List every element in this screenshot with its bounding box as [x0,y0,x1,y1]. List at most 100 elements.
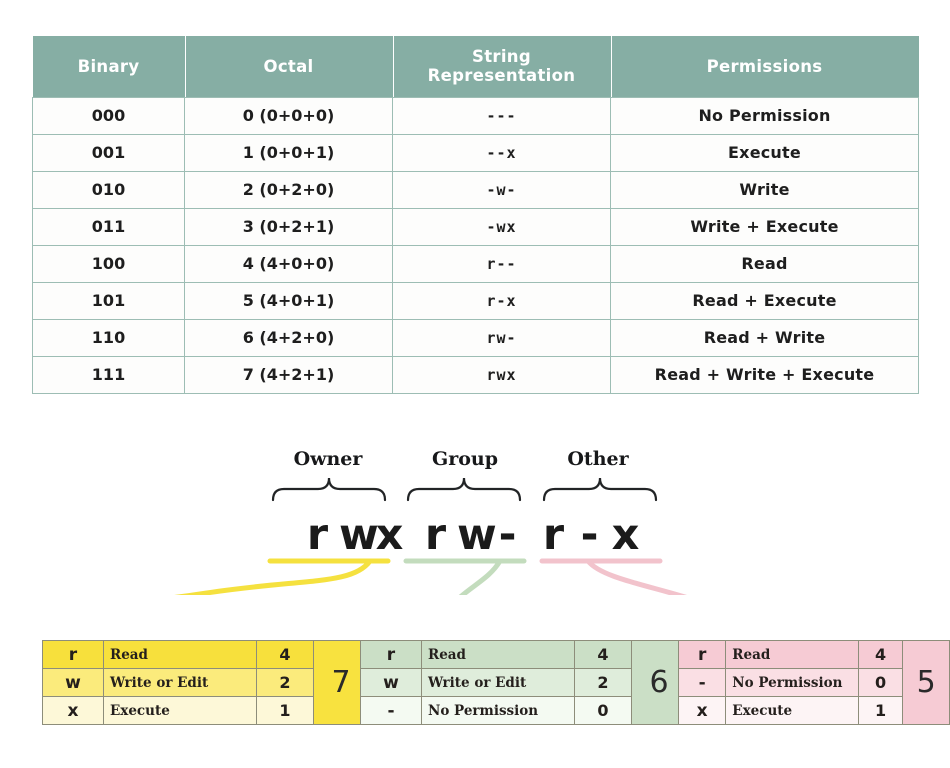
legend-value: 4 [256,640,314,669]
cell-octal: 7 (4+2+1) [184,356,393,394]
legend-value: 0 [574,696,632,725]
legend-value: 2 [574,668,632,697]
cell-octal: 6 (4+2+0) [184,319,393,357]
cell-permissions: Read + Execute [610,282,919,320]
column-header-octal: Octal [184,36,393,98]
rwx-char-other-1: - [580,510,606,560]
column-header-string-representation: String Representation [392,36,611,98]
cell-binary: 010 [32,171,185,209]
cell-binary: 101 [32,282,185,320]
legend-letter: w [360,668,422,697]
cell-binary: 011 [32,208,185,246]
legend-value: 4 [574,640,632,669]
rwx-char-other-0: r [542,510,572,560]
rwx-char-group-1: w [457,510,504,560]
table-header-row: Binary Octal String Representation Permi… [32,36,919,98]
cell-binary: 100 [32,245,185,283]
cell-permissions: Read [610,245,919,283]
curly-brace-group [406,477,522,502]
legend-letter: r [42,640,104,669]
rwx-char-group-2: - [498,510,524,560]
legend-description: Execute [103,696,257,725]
legend-total: 7 [313,640,369,725]
legend-description: Execute [725,696,859,725]
legend-description: Write or Edit [421,668,575,697]
group-label-group: Group [431,448,498,470]
connector-arrow-owner [174,558,373,595]
cell-permissions: Write + Execute [610,208,919,246]
column-header-permissions: Permissions [610,36,919,98]
cell-string: -w- [392,171,611,209]
legend-description: Read [421,640,575,669]
cell-string: rwx [392,356,611,394]
legend-letter: - [677,668,727,697]
legend-letter: - [360,696,422,725]
cell-string: -wx [392,208,611,246]
group-label-other: Other [567,448,629,470]
cell-permissions: Read + Write [610,319,919,357]
legend-letter: x [677,696,727,725]
cell-binary: 001 [32,134,185,172]
group-label-owner: Owner [293,448,363,470]
legend-letter: w [42,668,104,697]
column-header-binary: Binary [32,36,185,98]
legend-value: 2 [256,668,314,697]
legend-value: 1 [256,696,314,725]
curly-brace-owner [271,477,387,502]
rwx-char-other-2: x [611,510,647,560]
cell-string: r-- [392,245,611,283]
cell-permissions: No Permission [610,97,919,135]
cell-octal: 4 (4+0+0) [184,245,393,283]
legend-value: 1 [857,696,904,725]
cell-permissions: Write [610,171,919,209]
cell-string: rw- [392,319,611,357]
cell-binary: 111 [32,356,185,394]
cell-octal: 2 (0+2+0) [184,171,393,209]
legend-letter: r [360,640,422,669]
rwx-char-owner-1: w [339,510,386,560]
curly-brace-other [542,477,658,502]
cell-binary: 000 [32,97,185,135]
legend-total: 5 [902,640,950,725]
cell-octal: 3 (0+2+1) [184,208,393,246]
legend-total: 6 [631,640,687,725]
cell-string: --- [392,97,611,135]
cell-octal: 1 (0+0+1) [184,134,393,172]
permission-reference-table: Binary Octal String Representation Permi… [32,36,919,394]
cell-permissions: Execute [610,134,919,172]
rwx-char-owner-2: x [375,510,411,560]
cell-octal: 0 (0+0+0) [184,97,393,135]
rwx-char-group-0: r [424,510,454,560]
legend-description: Write or Edit [103,668,257,697]
cell-binary: 110 [32,319,185,357]
brace-group-svg [174,477,688,595]
legend-description: Read [725,640,859,669]
legend-value: 4 [857,640,904,669]
connector-arrow-group [458,558,503,595]
legend-letter: r [677,640,727,669]
cell-octal: 5 (4+0+1) [184,282,393,320]
legend-description: No Permission [421,696,575,725]
